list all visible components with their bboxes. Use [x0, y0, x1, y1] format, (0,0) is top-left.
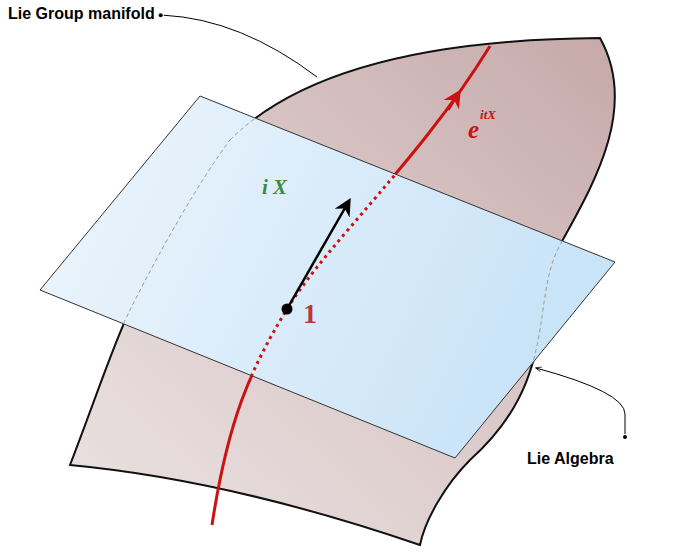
leader-line: [536, 368, 625, 434]
tangent-vector: [287, 201, 349, 309]
leader-line: [164, 15, 317, 77]
tangent-vector-label: i X: [262, 175, 287, 199]
callout-label: Lie Group manifold: [8, 5, 155, 23]
curve-arrowhead: [448, 94, 458, 110]
leader-dot: [159, 13, 163, 17]
exponential-base: e: [468, 116, 479, 145]
exponential-superscript: itX: [480, 108, 496, 123]
tangent-plane: [40, 96, 615, 458]
hidden-manifold-edge: [70, 38, 615, 545]
identity-point: [282, 304, 293, 315]
identity-label: 1: [303, 298, 317, 330]
hidden-curve: [212, 46, 490, 525]
callout-label: Lie Algebra: [527, 450, 614, 468]
leader-dot: [623, 435, 627, 439]
